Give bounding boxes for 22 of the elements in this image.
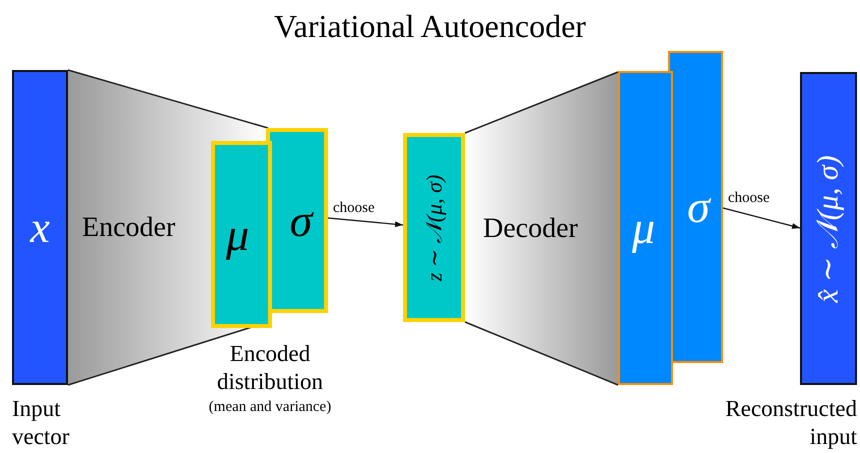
stage-label: Decoder xyxy=(483,214,578,242)
arrow xyxy=(328,217,404,228)
vector-bar xyxy=(800,72,857,385)
annotation-text: (mean and variance) xyxy=(208,398,332,416)
math-symbol: z ∼ 𝒩(μ, σ) xyxy=(423,174,445,281)
vector-bar xyxy=(12,70,68,385)
node-caption: Reconstructed input xyxy=(724,395,857,451)
math-symbol: σ xyxy=(687,184,710,230)
stage-label: Encoder xyxy=(82,214,176,242)
math-symbol: x̂ ∼ 𝒩(μ, σ) xyxy=(814,154,844,302)
math-symbol: μ xyxy=(226,212,250,258)
distribution-bar xyxy=(266,128,328,313)
diagram-title: Variational Autoencoder xyxy=(273,8,587,45)
math-symbol: x xyxy=(30,206,50,250)
math-symbol: μ xyxy=(632,205,656,251)
annotation-text: Encoded distribution xyxy=(216,340,324,396)
node-caption: Input vector xyxy=(12,395,70,451)
distribution-bar xyxy=(668,51,723,363)
latent-bar xyxy=(403,133,465,322)
arrow xyxy=(722,207,800,229)
distribution-bar xyxy=(618,71,673,385)
math-symbol: σ xyxy=(290,198,312,244)
